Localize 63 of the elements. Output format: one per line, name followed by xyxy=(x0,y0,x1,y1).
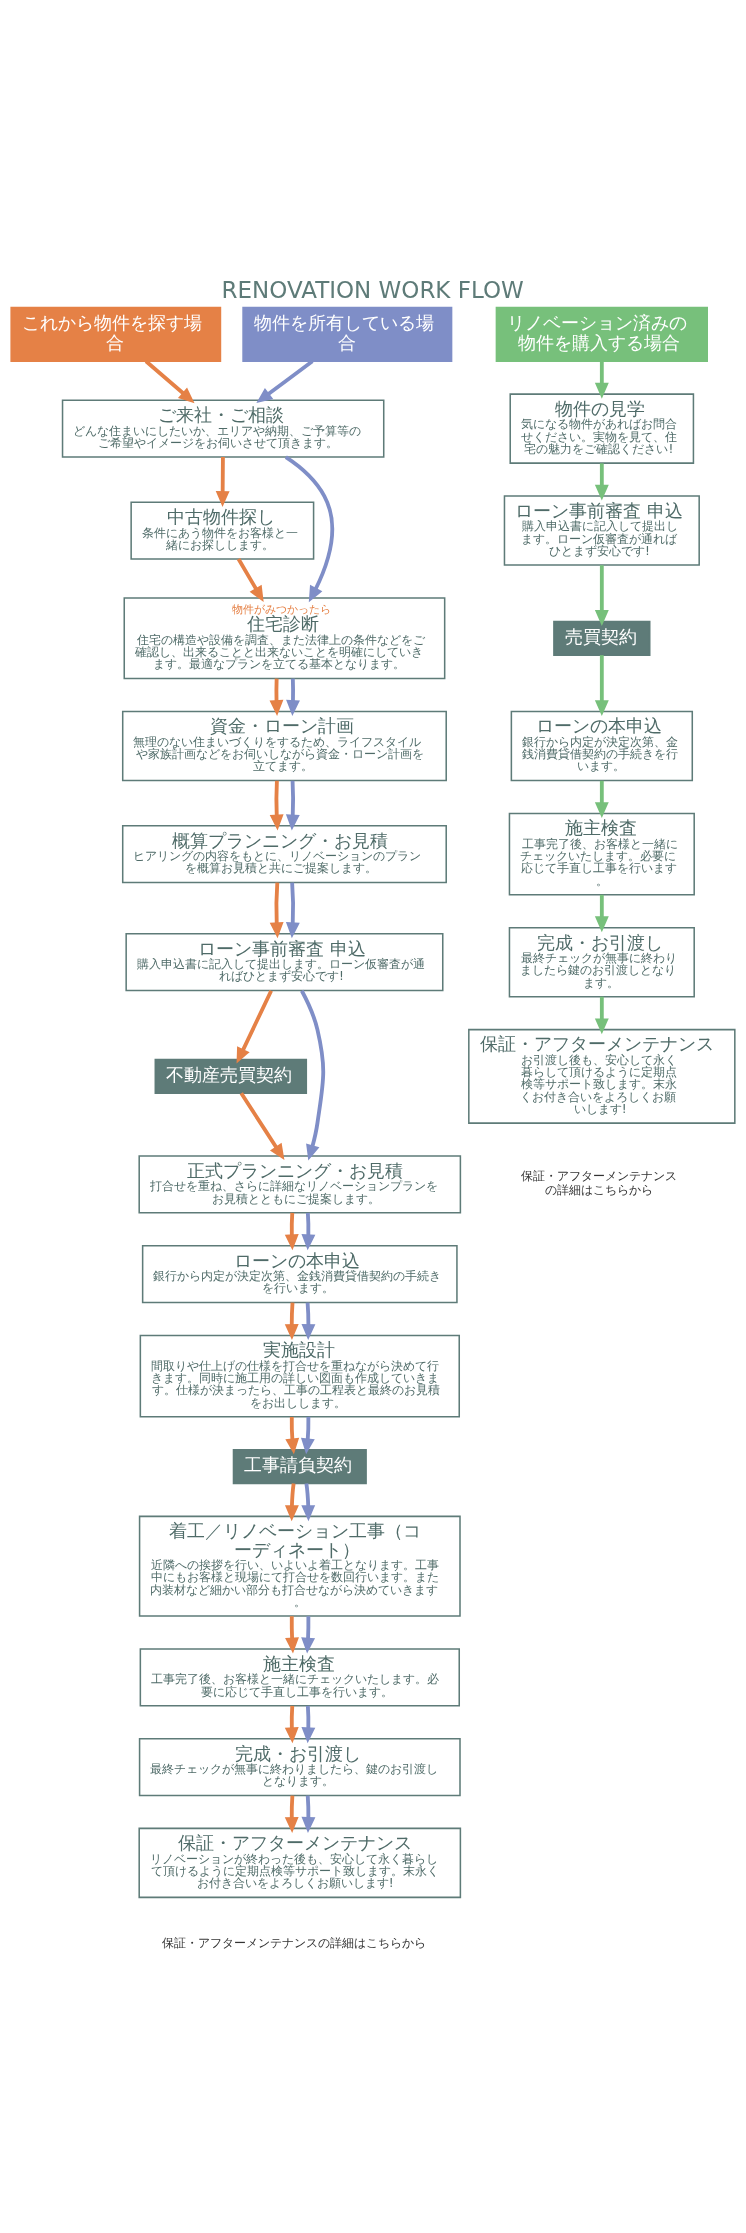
node-box: 着工／リノベーション工事（コーディネート） 近隣への挨拶を行い、いよいよ着工となります。工事中にもお客様と現場にて打合せを数回行います。また内装材など細かい部分も打合せながら決めていきます。 xyxy=(138,1515,461,1617)
node-box: 不動産売買契約 xyxy=(154,1058,308,1094)
arrow xyxy=(144,359,195,403)
label: 保証・アフターメンテナンスの詳細はこちらから xyxy=(520,1168,677,1197)
node-box: 保証・アフターメンテナンス リノベーションが終わった後も、安心して永く暮らして頂けるように定期点検等サポート致します。末永くお付き合いをよろしくお願いします! xyxy=(138,1827,462,1898)
node-box: ご来社・ご相談 どんな住まいにしたいか、エリアや納期、ご予算等のご希望やイメージをお伺いさせて頂きます。 xyxy=(61,399,385,458)
arrow xyxy=(301,1302,316,1340)
node-box: 物件を所有している場合 xyxy=(242,306,453,362)
arrow xyxy=(236,557,264,602)
node-box: 正式プランニング・お見積 打合せを重ね、さらに詳細なリノベーションプランをお見積とともにご提案します。 xyxy=(138,1154,462,1214)
arrow xyxy=(300,1416,315,1454)
node-box: 施主検査 工事完了後、お客様と一緒にチェックいたします。必要に応じて手直し工事を行います。 xyxy=(139,1647,460,1706)
node-box: 資金・ローン計画 無理のない住まいづくりをするため、ライフスタイルや家族計画などをお伺いしながら資金・ローン計画を立てます。 xyxy=(121,710,447,781)
arrow xyxy=(301,1212,316,1250)
node-box: 施主検査 工事完了後、お客様と一緒にチェックいたします。必要に応じて手直し工事を行います。 xyxy=(508,812,695,895)
arrow xyxy=(594,564,609,626)
node-box: ローン事前審査 申込 購入申込書に記入して提出します。ローン仮審査が通ればひとまず安心です! xyxy=(503,494,700,566)
node-box: 概算プランニング・お見積 ヒアリングの内容をもとに、リノベーションのプランを概算お見積と共にご提案します。 xyxy=(121,824,447,883)
node-box: 売買契約 xyxy=(553,620,651,656)
arrow xyxy=(284,1795,299,1833)
node-box: 完成・お引渡し 最終チェックが無事に終わりましたら、鍵のお引渡しとなります。 xyxy=(138,1737,461,1796)
arrow xyxy=(284,1705,299,1743)
arrow xyxy=(284,1212,299,1250)
node-box: 中古物件探し 条件にあう物件をお客様と一緒にお探しします。 xyxy=(130,500,315,560)
node-box: ローン事前審査 申込 購入申込書に記入して提出します。ローン仮審査が通ればひとまず安心です! xyxy=(125,932,444,991)
arrow xyxy=(285,780,300,830)
arrow xyxy=(285,1416,300,1454)
arrow xyxy=(300,989,326,1161)
node-box: 完成・お引渡し 最終チェックが無事に終わりましたら鍵のお引渡しとなります。 xyxy=(508,926,695,997)
arrow xyxy=(301,1615,316,1654)
arrow xyxy=(215,456,230,507)
arrow xyxy=(269,678,284,716)
arrow xyxy=(269,780,284,830)
arrow xyxy=(594,996,609,1034)
node-box: 物件がみつかったら 住宅診断 住宅の構造や設備を調査、また法律上の条件などをご確認し、出来ることと出来ないことを明確にしていきます。最適なプランを立てる基本となります。 xyxy=(123,596,446,679)
arrow xyxy=(285,881,300,938)
node-box: 保証・アフターメンテナンス お引渡し後も、安心して永く暮らして頂けるように定期点検等サポート致します。末永くお付き合いをよろしくお願いします! xyxy=(468,1028,736,1124)
node-box: ローンの本申込 銀行から内定が決定次第、金銭消費貸借契約の手続きを行います。 xyxy=(510,710,694,781)
node-box: 実施設計 間取りや仕上げの仕様を打合せを重ねながら決めて行きます。同時に施工用の詳しい図面も作成していきます。仕様が決まったら、工事の工程表と最終のお見積をお出しします。 xyxy=(139,1334,460,1417)
arrow xyxy=(594,462,609,501)
node-box: これから物件を探す場合 xyxy=(10,306,222,362)
arrow xyxy=(284,1302,299,1340)
arrow xyxy=(301,1794,316,1833)
node-box: 物件の見学 気になる物件があればお問合せください。実物を見て、住宅の魅力をご確認ください! xyxy=(509,392,695,464)
arrow xyxy=(594,894,609,932)
arrow xyxy=(269,881,284,938)
node-box: 工事請負契約 xyxy=(232,1448,367,1484)
arrow xyxy=(594,654,609,716)
diagram-title: RENOVATION WORK FLOW xyxy=(221,276,524,303)
arrow xyxy=(239,1091,285,1160)
arrow xyxy=(594,360,609,399)
arrow xyxy=(285,1615,299,1654)
arrow xyxy=(284,455,335,602)
arrow xyxy=(594,780,609,818)
label: 保証・アフターメンテナンスの詳細はこちらから xyxy=(162,1935,427,1950)
arrow xyxy=(301,1705,316,1743)
node-box: リノベーション済みの物件を購入する場合 xyxy=(495,306,708,362)
arrow xyxy=(284,1482,299,1521)
arrow xyxy=(286,678,300,716)
arrow xyxy=(301,1482,316,1521)
arrow xyxy=(256,359,314,403)
arrow xyxy=(236,989,273,1064)
node-box: ローンの本申込 銀行から内定が決定次第、金銭消費貸借契約の手続きを行います。 xyxy=(141,1244,458,1303)
